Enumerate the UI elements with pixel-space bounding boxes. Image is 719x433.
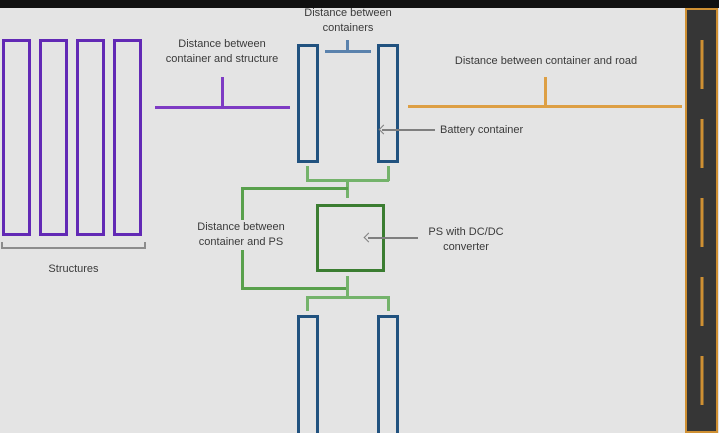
structure-rect (39, 39, 68, 236)
structure-distance-line (155, 106, 290, 109)
structure-distance-tick (221, 77, 224, 107)
ps-dcdc-label: PS with DC/DC converter (428, 226, 504, 253)
road (685, 8, 718, 433)
structures-label: Structures (48, 263, 99, 275)
battery-container-top-left (297, 44, 319, 163)
connector-bottom-left (306, 296, 309, 311)
road-lane-markings (700, 10, 703, 431)
connector-bottom-horizontal (306, 296, 389, 299)
battery-container-top-right (377, 44, 399, 163)
connector-top-left (306, 166, 309, 181)
structure-rect (113, 39, 142, 236)
battery-container-label: Battery container (440, 124, 524, 136)
road-distance-tick (544, 77, 547, 106)
structures-bracket (1, 242, 146, 249)
connector-bottom-stub (346, 276, 349, 298)
road-distance-line (408, 105, 682, 108)
top-bar (0, 0, 719, 8)
containers-distance-line (325, 50, 371, 53)
battery-annotation-line (382, 129, 435, 131)
ps-distance-bottom-line (241, 287, 348, 290)
battery-container-bottom-right (377, 315, 399, 433)
structure-rect (76, 39, 105, 236)
distance-between-containers-label: Distance between containers (304, 7, 392, 34)
structure-rect (2, 39, 31, 236)
ps-distance-top-line (241, 187, 348, 190)
containers-distance-tick (346, 40, 349, 51)
battery-container-bottom-left (297, 315, 319, 433)
connector-top-right (387, 166, 390, 181)
connector-bottom-right (387, 296, 390, 311)
distance-container-ps-label: Distance between container and PS (189, 220, 293, 250)
distance-container-road-label: Distance between container and road (454, 55, 638, 67)
ps-annotation-line (368, 237, 418, 239)
distance-container-structure-label: Distance between container and structure (165, 38, 279, 65)
